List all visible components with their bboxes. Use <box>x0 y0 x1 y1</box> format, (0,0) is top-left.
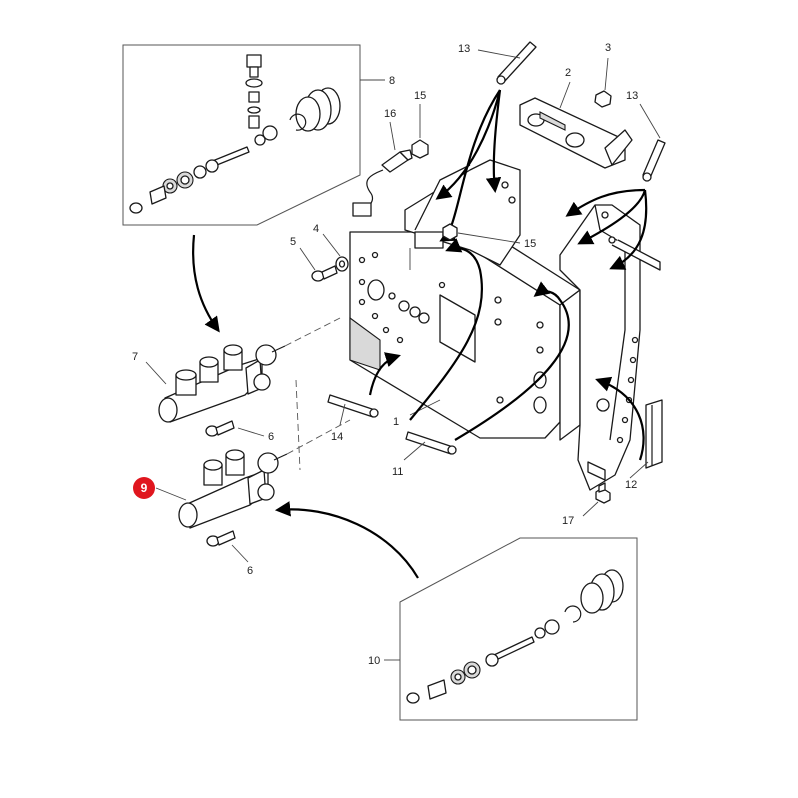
callout-6a: 6 <box>268 431 274 443</box>
bolt-6-upper: 6 <box>205 420 274 443</box>
detail-box-8: 8 <box>122 44 395 226</box>
bolt-17: 17 <box>562 482 611 527</box>
washer-4: 4 <box>313 223 349 272</box>
callout-11: 11 <box>392 466 403 478</box>
bolt-5: 5 <box>290 236 338 282</box>
callout-15a: 15 <box>414 90 426 102</box>
nut-15-top: 15 <box>411 90 429 159</box>
callout-7: 7 <box>132 351 138 363</box>
master-cylinder-7: 7 <box>132 344 286 423</box>
callout-13a: 13 <box>458 43 470 55</box>
detail-box-10: 10 <box>368 537 638 721</box>
main-bracket-1: 1 <box>349 159 661 491</box>
callout-13b: 13 <box>626 90 638 102</box>
callout-9: 9 <box>141 481 148 495</box>
master-cylinder-9: 9 <box>133 449 288 529</box>
plate-12: 12 <box>625 399 663 491</box>
bracket-2: 2 <box>519 67 633 169</box>
bolt-6-lower: 6 <box>206 530 253 577</box>
callout-12: 12 <box>625 479 637 491</box>
pin-13-top: 13 <box>458 41 537 85</box>
callout-5: 5 <box>290 236 296 248</box>
nut-15-mid: 15 <box>442 223 536 250</box>
pin-14: 14 <box>327 394 379 443</box>
callout-8: 8 <box>389 75 395 87</box>
pin-13-right: 13 <box>626 90 666 182</box>
callout-10: 10 <box>368 655 380 667</box>
highlight-marker-9 <box>133 477 155 499</box>
pin-11: 11 <box>392 431 457 478</box>
switch-16: 16 <box>352 108 413 217</box>
callout-16: 16 <box>384 108 396 120</box>
callout-3: 3 <box>605 42 611 54</box>
callout-14: 14 <box>331 431 343 443</box>
callout-4: 4 <box>313 223 319 235</box>
callout-15b: 15 <box>524 238 536 250</box>
nut-3: 3 <box>594 42 612 108</box>
callout-17: 17 <box>562 515 574 527</box>
callout-1: 1 <box>393 416 399 428</box>
callout-2: 2 <box>565 67 571 79</box>
callout-6b: 6 <box>247 565 253 577</box>
